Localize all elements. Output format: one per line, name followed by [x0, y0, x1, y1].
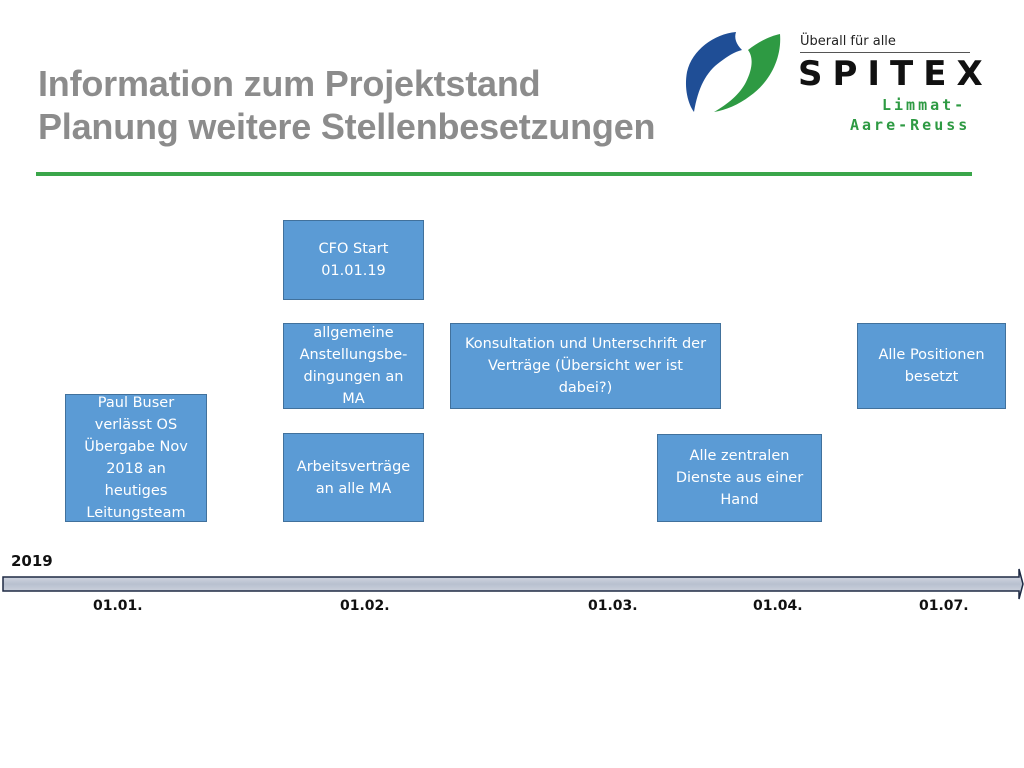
box-alle-zentralen-dienste: Alle zentralen Dienste aus einer Hand [657, 434, 822, 522]
box-konsultation: Konsultation und Unterschrift der Verträ… [450, 323, 721, 409]
title-divider [36, 172, 972, 176]
box-line: MA [342, 391, 365, 407]
box-line: 01.01.19 [321, 263, 386, 279]
box-line: Hand [720, 492, 759, 508]
timeline-tick-feb: 01.02. [340, 598, 390, 614]
timeline-tick-apr: 01.04. [753, 598, 803, 614]
box-cfo-start: CFO Start 01.01.19 [283, 220, 424, 300]
timeline-tick-mar: 01.03. [588, 598, 638, 614]
timeline-tick-jul: 01.07. [919, 598, 969, 614]
box-line: Alle zentralen [689, 448, 790, 464]
box-allgemeine-anstellungsbedingungen: allgemeine Anstellungsbe- dingungen an M… [283, 323, 424, 409]
box-line: dabei?) [558, 380, 613, 396]
spitex-logo-icon [685, 32, 781, 112]
page-title: Information zum Projektstand Planung wei… [38, 62, 656, 148]
timeline-year: 2019 [11, 552, 53, 570]
box-line: Leitungsteam [86, 505, 186, 521]
box-alle-positionen-besetzt: Alle Positionen besetzt [857, 323, 1006, 409]
title-line-2: Planung weitere Stellenbesetzungen [38, 106, 656, 147]
box-line: Arbeitsverträge [296, 458, 411, 475]
box-line: CFO Start [318, 241, 389, 257]
box-line: Konsultation und Unterschrift der [464, 336, 707, 352]
logo-sub-line-1: Limmat- [882, 96, 967, 114]
logo-sub-line-2: Aare-Reuss [850, 116, 971, 134]
box-arbeitsvertraege: Arbeitsverträge an alle MA [283, 433, 424, 522]
box-line: dingungen an [303, 369, 404, 385]
title-line-1: Information zum Projektstand [38, 63, 541, 104]
box-line: Paul Buser [97, 395, 175, 411]
box-line: Anstellungsbe- [299, 347, 408, 363]
box-line: Alle Positionen [878, 347, 985, 363]
box-line: verlässt OS [94, 417, 178, 433]
box-line: besetzt [904, 369, 959, 385]
box-line: allgemeine [313, 325, 394, 341]
box-line: 2018 an [106, 461, 166, 477]
box-line: an alle MA [315, 480, 392, 497]
timeline-arrow [2, 568, 1024, 600]
box-line: Verträge (Übersicht wer ist [488, 358, 683, 374]
box-paul-buser: Paul Buser verlässt OS Übergabe Nov 2018… [65, 394, 207, 522]
box-line: Übergabe Nov [84, 439, 188, 455]
box-line: Dienste aus einer [675, 470, 804, 486]
logo-tagline: Überall für alle [800, 34, 896, 49]
timeline-tick-jan: 01.01. [93, 598, 143, 614]
logo-brand: SPITEX [798, 54, 993, 94]
box-line: heutiges [104, 483, 168, 499]
logo-divider [800, 52, 970, 53]
